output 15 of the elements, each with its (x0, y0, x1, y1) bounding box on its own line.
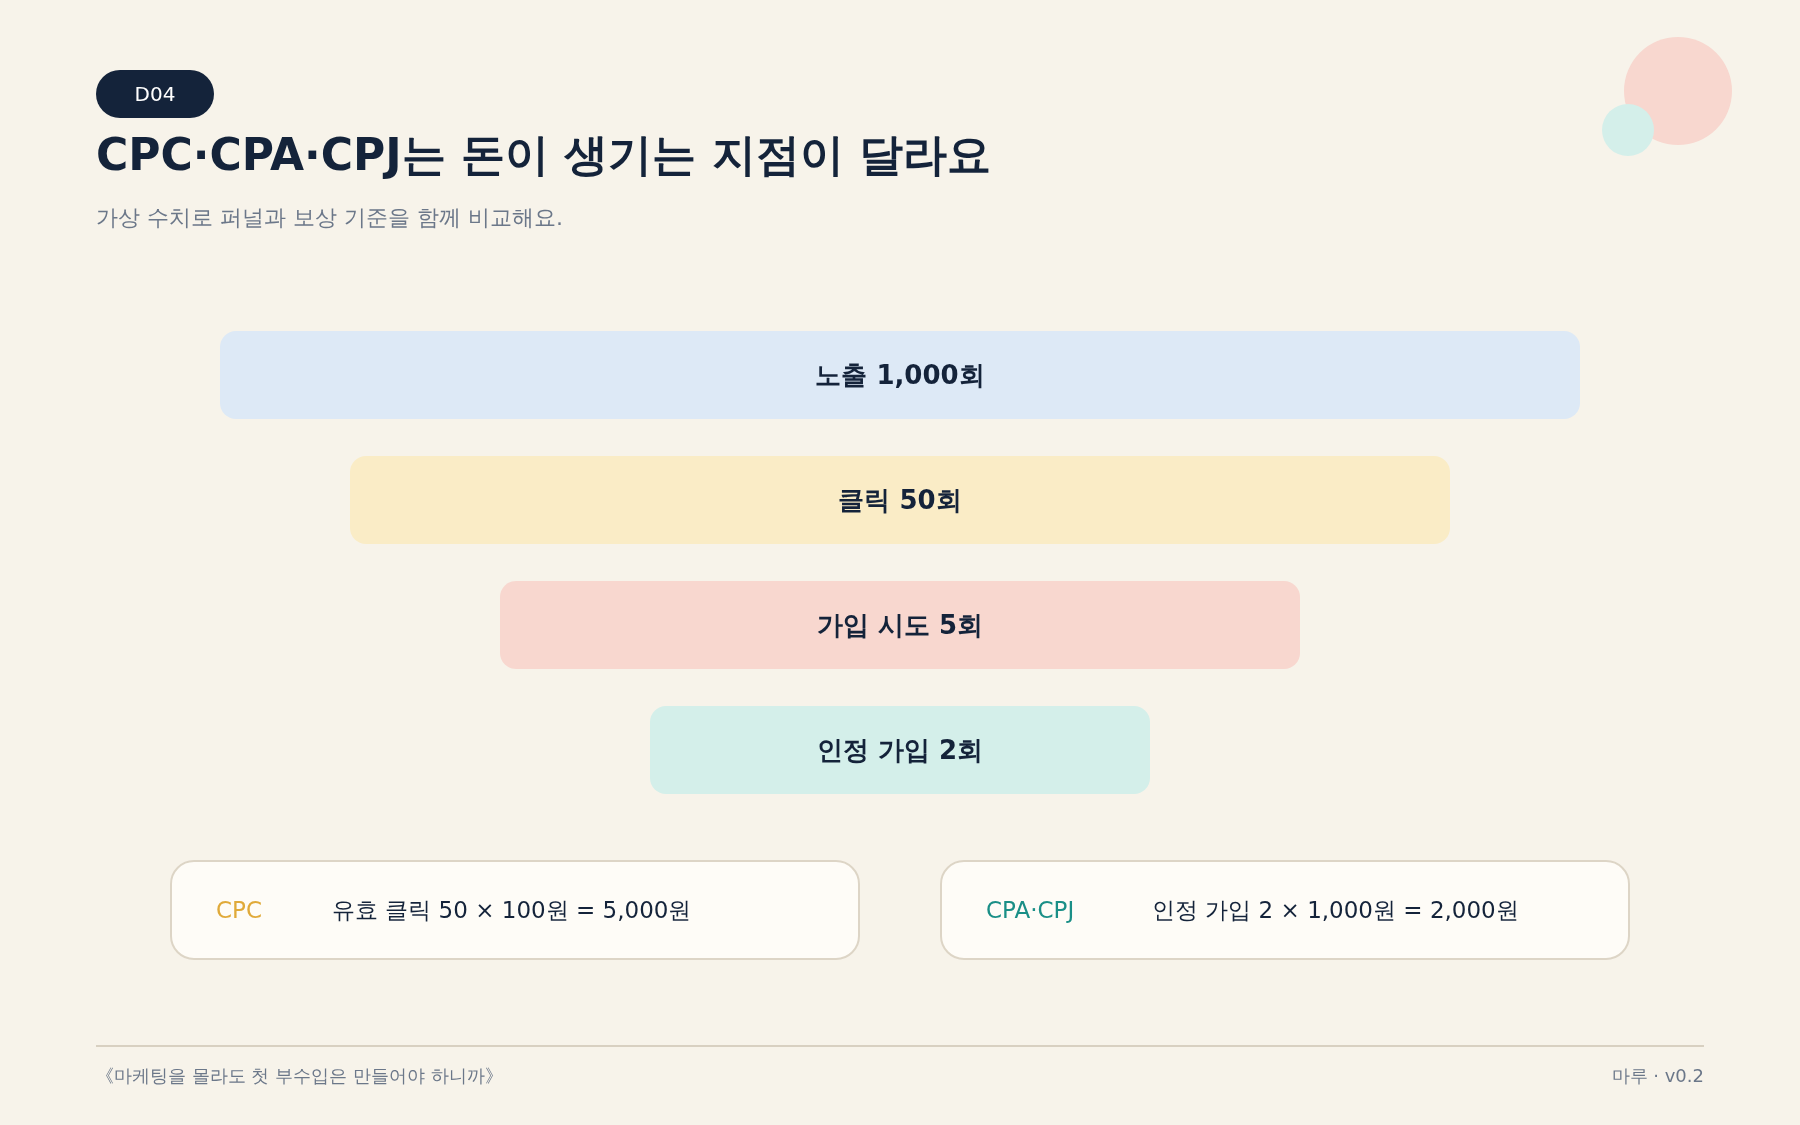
footer-text: 《마케팅을 몰라도 첫 부수입은 만들어야 하니까》 (96, 1064, 503, 1088)
formula-card (940, 860, 1630, 960)
subtitle-text: 가상 수치로 퍼널과 보상 기준을 함께 비교해요. (96, 204, 563, 232)
funnel-bar: 클릭 50회 (350, 456, 1450, 544)
formula-text: 유효 클릭 50 × 100원 = 5,000원 (332, 895, 692, 925)
footer-text: 마루 · v0.2 (1611, 1064, 1704, 1088)
formula-card (170, 860, 860, 960)
funnel-bar: 가입 시도 5회 (500, 581, 1300, 669)
funnel-bar: 인정 가입 2회 (650, 706, 1150, 794)
formula-text: 인정 가입 2 × 1,000원 = 2,000원 (1152, 895, 1519, 925)
metric-label: CPC (216, 897, 262, 923)
metric-label: CPA·CPJ (986, 897, 1075, 923)
slide-title: CPC·CPA·CPJ는 돈이 생기는 지점이 달라요 (96, 128, 991, 182)
tag-badge: D04 (96, 70, 214, 118)
funnel-bar: 노출 1,000회 (220, 331, 1580, 419)
